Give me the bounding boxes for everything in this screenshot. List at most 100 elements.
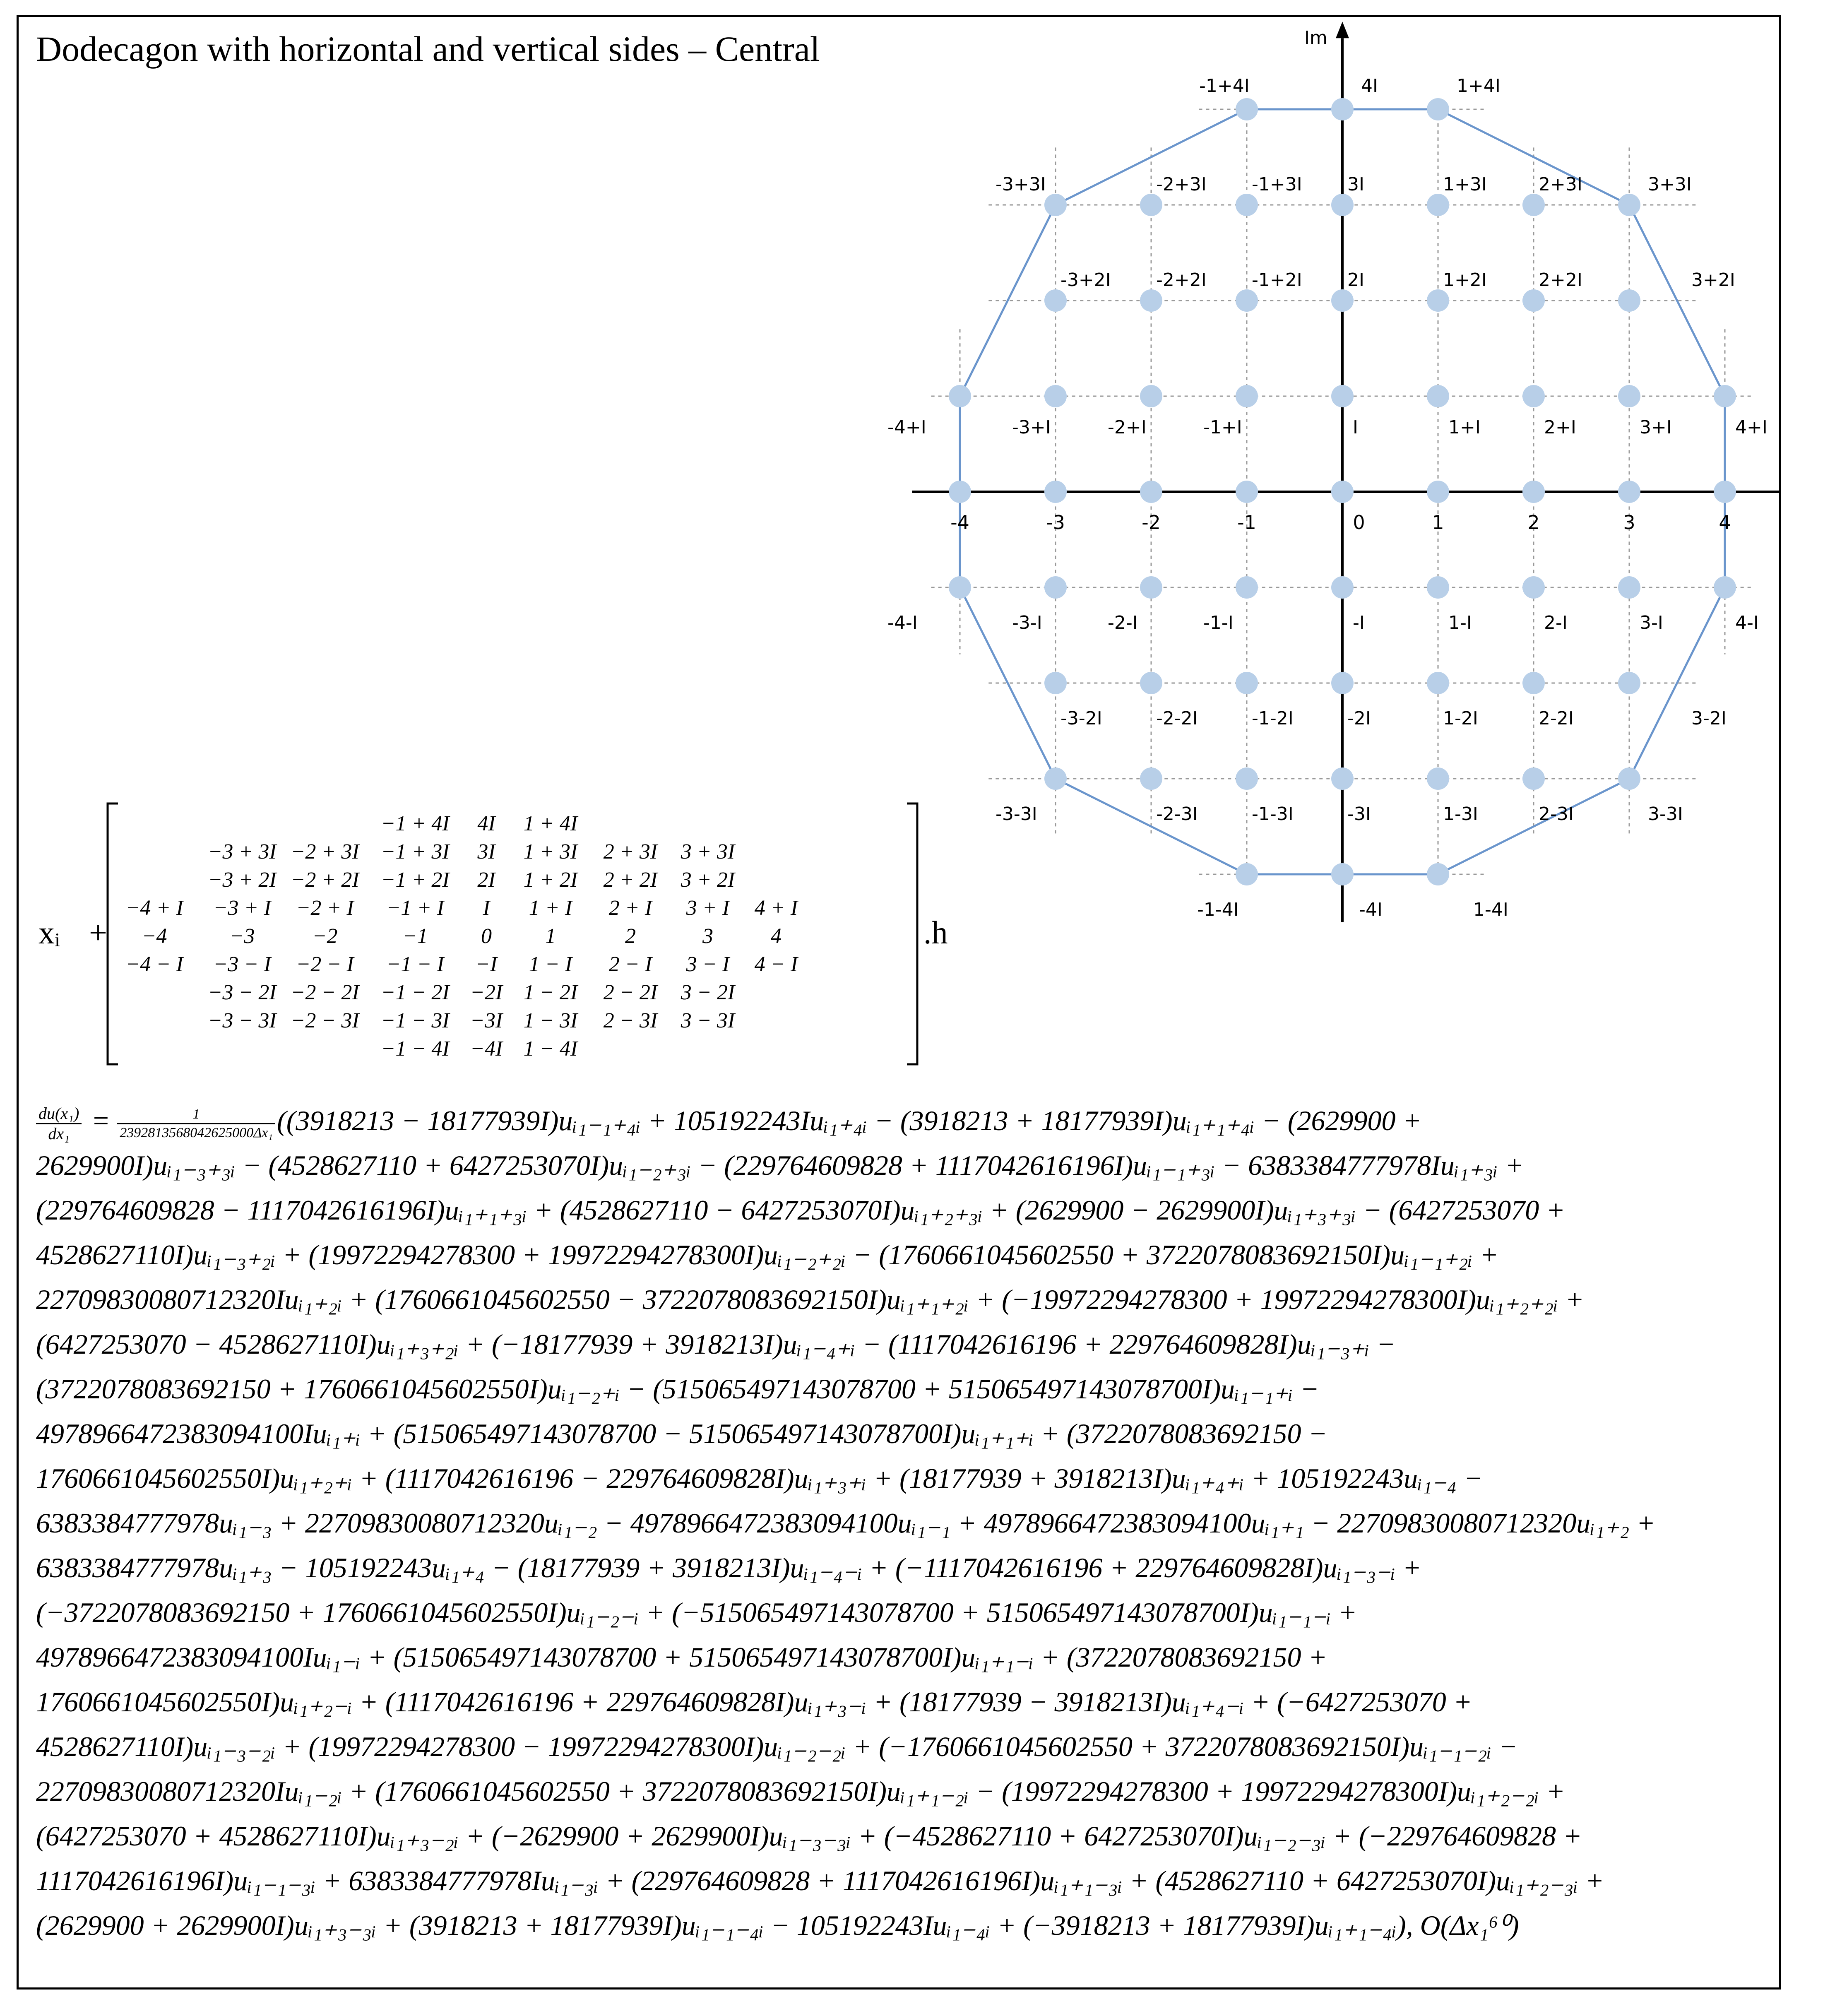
formula-text: (3722078083692150 + 1760661045602550I)uᵢ… bbox=[36, 1373, 1319, 1405]
matrix-cell: 1 + 4I bbox=[524, 812, 579, 835]
lattice-point bbox=[1427, 481, 1449, 503]
matrix-cell: −1 + 4I bbox=[381, 812, 450, 835]
point-label: 2-2I bbox=[1539, 708, 1574, 729]
formula-line: 1760661045602550I)uᵢ₁₊₂₋ᵢ + (11170426161… bbox=[36, 1679, 1766, 1724]
x-tick-label: 1 bbox=[1432, 511, 1444, 534]
formula-line: (−3722078083692150 + 1760661045602550I)u… bbox=[36, 1590, 1766, 1635]
formula-line: 4528627110I)uᵢ₁₋₃₊₂ᵢ + (19972294278300 +… bbox=[36, 1232, 1766, 1277]
point-label: 2+I bbox=[1544, 417, 1576, 438]
matrix-cell: −4 + I bbox=[125, 896, 184, 920]
point-label: -2+I bbox=[1108, 417, 1147, 438]
lattice-point bbox=[1044, 194, 1067, 216]
lattice-point bbox=[1618, 481, 1640, 503]
matrix-cell: 1 − I bbox=[529, 953, 573, 976]
matrix-cell: 2 − 2I bbox=[604, 981, 659, 1004]
lattice-point bbox=[949, 385, 971, 407]
lattice-point bbox=[1522, 194, 1545, 216]
matrix-cell: 1 + I bbox=[529, 896, 573, 920]
matrix-cell: −3I bbox=[470, 1009, 504, 1032]
matrix-cell: −1 + 2I bbox=[381, 868, 450, 892]
matrix-cell: −1 + I bbox=[386, 896, 445, 920]
formula-line: 1117042616196I)uᵢ₁₋₁₋₃ᵢ + 6383384777978I… bbox=[36, 1858, 1766, 1903]
lattice-point bbox=[1236, 767, 1258, 790]
matrix-cell: −3 + 2I bbox=[208, 868, 277, 892]
point-label: 3+3I bbox=[1648, 174, 1692, 195]
formula-text: (6427253070 + 4528627110I)uᵢ₁₊₃₋₂ᵢ + (−2… bbox=[36, 1820, 1582, 1852]
lattice-point bbox=[1714, 481, 1736, 503]
point-label: -1-4I bbox=[1197, 899, 1239, 920]
point-label: -2-I bbox=[1108, 612, 1138, 633]
point-label: 3+I bbox=[1640, 417, 1672, 438]
lattice-point bbox=[1236, 194, 1258, 216]
coefficient-denominator: 2392813568042625000Δx₁ bbox=[120, 1125, 273, 1140]
point-label: 2+3I bbox=[1539, 174, 1582, 195]
formula-line: (2629900 + 2629900I)uᵢ₁₊₃₋₃ᵢ + (3918213 … bbox=[36, 1903, 1766, 1948]
x-tick-label: 4 bbox=[1719, 511, 1731, 534]
x-tick-label: -2 bbox=[1142, 511, 1161, 534]
matrix-cell: 3 + I bbox=[686, 896, 731, 920]
matrix-cell: −1 + 3I bbox=[381, 840, 450, 864]
formula-text: ((3918213 − 18177939I)uᵢ₁₋₁₊₄ᵢ + 1051922… bbox=[277, 1105, 1422, 1136]
point-label: -1-I bbox=[1203, 612, 1234, 633]
x-tick-label: 3 bbox=[1623, 511, 1635, 534]
matrix-cell: 4 − I bbox=[755, 953, 799, 976]
matrix-cell: −3 bbox=[229, 924, 255, 948]
matrix-cell: 0 bbox=[481, 924, 492, 948]
formula-line: 2629900I)uᵢ₁₋₃₊₃ᵢ − (4528627110 + 642725… bbox=[36, 1143, 1766, 1188]
formula-text: 1760661045602550I)uᵢ₁₊₂₋ᵢ + (11170426161… bbox=[36, 1686, 1472, 1718]
lattice-point bbox=[1236, 863, 1258, 885]
lattice-point bbox=[1044, 767, 1067, 790]
matrix-cell: 4 + I bbox=[755, 896, 799, 920]
matrix-cell: −2 − 2I bbox=[291, 981, 360, 1004]
matrix-cell: 3 + 2I bbox=[681, 868, 736, 892]
formula-text: (2629900 + 2629900I)uᵢ₁₊₃₋₃ᵢ + (3918213 … bbox=[36, 1910, 1519, 1941]
lattice-point bbox=[1618, 289, 1640, 312]
point-label: 1+2I bbox=[1443, 269, 1487, 291]
matrix-cell: −2 − I bbox=[296, 953, 355, 976]
point-label: 4I bbox=[1361, 75, 1378, 96]
lattice-point bbox=[1427, 289, 1449, 312]
point-label: -4+I bbox=[887, 417, 926, 438]
formula-text: 6383384777978uᵢ₁₋₃ + 22709830080712320uᵢ… bbox=[36, 1507, 1656, 1539]
figure-frame: Dodecagon with horizontal and vertical s… bbox=[17, 15, 1781, 1990]
formula-line: 22709830080712320Iuᵢ₁₋₂ᵢ + (176066104560… bbox=[36, 1769, 1766, 1814]
point-label: -3+2I bbox=[1060, 269, 1111, 291]
matrix-cell: −2 + 3I bbox=[291, 840, 360, 864]
point-label: -4-I bbox=[887, 612, 918, 633]
lattice-point bbox=[1044, 576, 1067, 599]
fraction-denominator: dx₁ bbox=[48, 1124, 70, 1143]
lattice-point bbox=[1236, 289, 1258, 312]
lattice-point bbox=[1331, 289, 1354, 312]
fraction-numerator: du(x₁) bbox=[36, 1104, 82, 1124]
matrix-cell: −3 + I bbox=[213, 896, 272, 920]
lattice-point bbox=[1427, 98, 1449, 120]
formula-line: (6427253070 − 4528627110I)uᵢ₁₊₃₊₂ᵢ + (−1… bbox=[36, 1322, 1766, 1366]
lattice-point bbox=[1331, 576, 1354, 599]
formula-line: 4978966472383094100Iuᵢ₁₊ᵢ + (51506549714… bbox=[36, 1411, 1766, 1456]
matrix-cell: −2 + I bbox=[296, 896, 355, 920]
matrix-cell: −4 bbox=[142, 924, 167, 948]
lattice-point bbox=[1427, 385, 1449, 407]
matrix-cell: I bbox=[482, 896, 491, 920]
matrix-cell: 2 + I bbox=[609, 896, 653, 920]
matrix-cell: 3 bbox=[702, 924, 713, 948]
point-label: 1+4I bbox=[1457, 75, 1501, 96]
lattice-point bbox=[1140, 672, 1162, 694]
point-label: -1+4I bbox=[1199, 75, 1250, 96]
lattice-point bbox=[1236, 385, 1258, 407]
matrix-cell: −I bbox=[476, 953, 498, 976]
lattice-point bbox=[1044, 672, 1067, 694]
formula-line: 6383384777978uᵢ₁₊₃ − 105192243uᵢ₁₊₄ − (1… bbox=[36, 1545, 1766, 1590]
matrix-cell: 3I bbox=[477, 840, 496, 864]
derivative-fraction: du(x₁)dx₁ bbox=[36, 1104, 82, 1143]
lattice-point bbox=[1044, 385, 1067, 407]
matrix-cell: 2 + 2I bbox=[604, 868, 659, 892]
point-label: -2-3I bbox=[1156, 804, 1198, 825]
formula-text: (−3722078083692150 + 1760661045602550I)u… bbox=[36, 1597, 1357, 1628]
matrix-cell: −2 bbox=[312, 924, 337, 948]
formula-line: (229764609828 − 1117042616196I)uᵢ₁₊₁₊₃ᵢ … bbox=[36, 1188, 1766, 1232]
lattice-point bbox=[1331, 194, 1354, 216]
